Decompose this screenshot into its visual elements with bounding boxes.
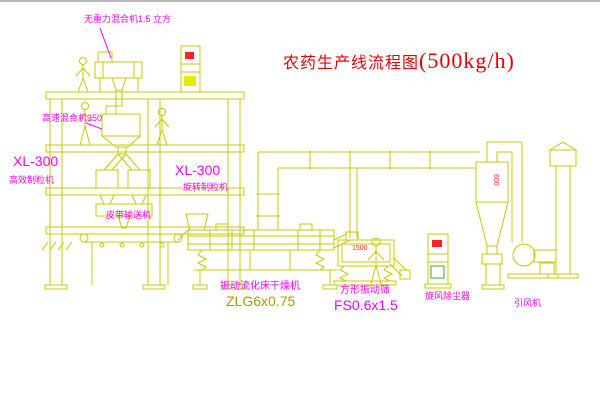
belt-conveyor-drawing <box>79 227 191 285</box>
cyclone-drawing <box>475 141 523 290</box>
vibrating-screen-label: 方形振动筛 <box>340 285 390 296</box>
fluid-bed-dryer-drawing <box>185 213 351 290</box>
granulator-right-label: 旋转制粒机 <box>183 182 229 192</box>
fluid-bed-dryer-model: ZLG6x0.75 <box>226 293 296 309</box>
cyclone-dimension: 600 <box>492 174 499 186</box>
fluid-bed-dryer-label: 振动流化床干燥机 <box>220 281 300 292</box>
cyclone-label: 旋风除尘器 <box>425 291 471 301</box>
vibrating-screen-drawing <box>333 231 411 286</box>
high-speed-mixer-label: 高速混合机350 <box>42 113 103 123</box>
screen-duct-drawing <box>349 168 358 238</box>
control-cabinet-top-drawing <box>180 45 201 93</box>
fan-drawing <box>507 243 559 279</box>
granulator-left-drawing <box>95 169 119 205</box>
screen-dimension: 1500 <box>352 245 368 252</box>
exhaust-stack-drawing <box>547 141 579 279</box>
control-cabinet-bottom-drawing <box>424 233 452 289</box>
vibrating-screen-model: FS0.6x1.5 <box>334 297 398 313</box>
diagram-title-capacity: (500kg/h) <box>419 48 515 73</box>
granulator-left-label: 高效制粒机 <box>9 175 55 185</box>
worker-figure-level2-left <box>77 102 93 146</box>
fan-label: 引风机 <box>514 298 542 308</box>
gravity-mixer-drawing <box>94 51 143 107</box>
feeder-drawing <box>95 203 153 229</box>
diagram-title: 农药生产线流程图(500kg/h) <box>283 48 515 74</box>
belt-conveyor-label: 皮带输送机 <box>106 210 152 220</box>
worker-figure-level2-right <box>154 108 170 146</box>
leader-lines <box>85 27 112 130</box>
worker-figure-ground <box>367 237 385 288</box>
gravity-mixer-label: 无重力混合机1.5 立方 <box>84 14 172 24</box>
granulator-right-model: XL-300 <box>175 162 221 178</box>
splitter-chute-drawing <box>103 153 141 171</box>
exhaust-duct-drawing <box>256 150 480 230</box>
granulator-right-drawing <box>127 169 151 205</box>
worker-figure-roof <box>75 57 91 93</box>
high-speed-mixer-drawing <box>100 105 142 155</box>
granulator-left-model: XL-300 <box>13 153 59 169</box>
diagram-title-text: 农药生产线流程图 <box>283 55 420 72</box>
